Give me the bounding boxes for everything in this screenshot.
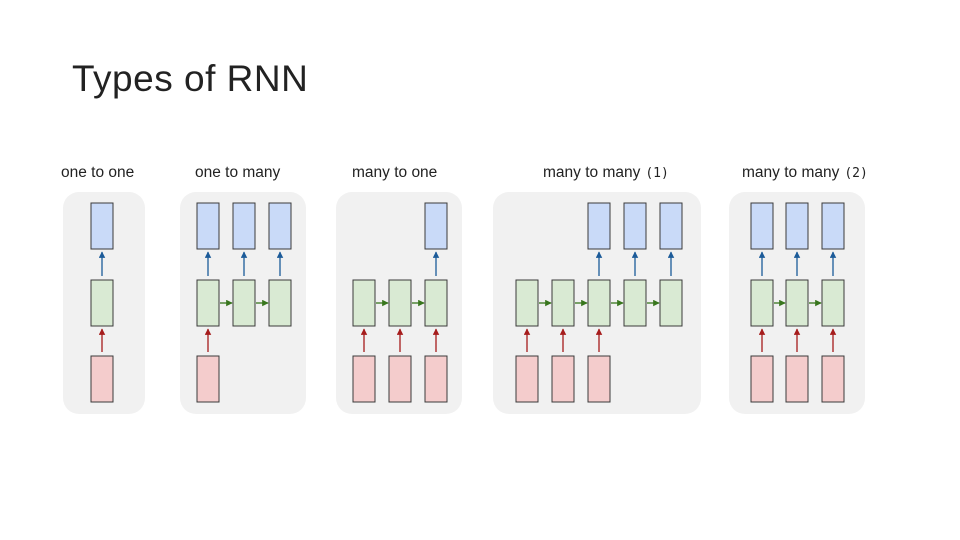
panel-label-text: one to many [195, 164, 281, 181]
output-box [587, 202, 611, 250]
panel-label-many-to-one: many to one [352, 164, 437, 182]
panel-label-one-to-one: one to one [61, 164, 134, 182]
panel-label-one-to-many: one to many [195, 164, 280, 182]
input-box [515, 355, 539, 403]
output-box [424, 202, 448, 250]
input-box [388, 355, 412, 403]
hidden-state-box [551, 279, 575, 327]
input-box [551, 355, 575, 403]
output-box [821, 202, 845, 250]
output-box [90, 202, 114, 250]
panel-label-suffix: (1) [645, 166, 669, 181]
input-box [196, 355, 220, 403]
output-box [659, 202, 683, 250]
output-box [196, 202, 220, 250]
panel-label-text: many to many [543, 164, 641, 181]
panel-label-text: one to one [61, 164, 135, 181]
output-box [785, 202, 809, 250]
hidden-state-box [196, 279, 220, 327]
panel-label-text: many to many [742, 164, 840, 181]
panel-label-many-to-many-1: many to many (1) [543, 164, 669, 182]
panel-label-text: many to one [352, 164, 438, 181]
hidden-state-box [424, 279, 448, 327]
hidden-state-box [232, 279, 256, 327]
input-box [424, 355, 448, 403]
panel-label-many-to-many-2: many to many (2) [742, 164, 868, 182]
panels-layer [63, 192, 865, 414]
hidden-state-box [388, 279, 412, 327]
hidden-state-box [268, 279, 292, 327]
input-box [90, 355, 114, 403]
output-box [268, 202, 292, 250]
hidden-state-box [750, 279, 774, 327]
hidden-state-box [623, 279, 647, 327]
hidden-state-box [352, 279, 376, 327]
hidden-state-box [785, 279, 809, 327]
hidden-state-box [515, 279, 539, 327]
input-box [821, 355, 845, 403]
hidden-state-box [659, 279, 683, 327]
hidden-state-box [587, 279, 611, 327]
output-box [750, 202, 774, 250]
hidden-state-box [821, 279, 845, 327]
output-box [232, 202, 256, 250]
input-box [750, 355, 774, 403]
hidden-state-box [90, 279, 114, 327]
input-box [587, 355, 611, 403]
panel-label-suffix: (2) [844, 166, 868, 181]
input-box [352, 355, 376, 403]
input-box [785, 355, 809, 403]
slide-title: Types of RNN [72, 58, 309, 99]
output-box [623, 202, 647, 250]
